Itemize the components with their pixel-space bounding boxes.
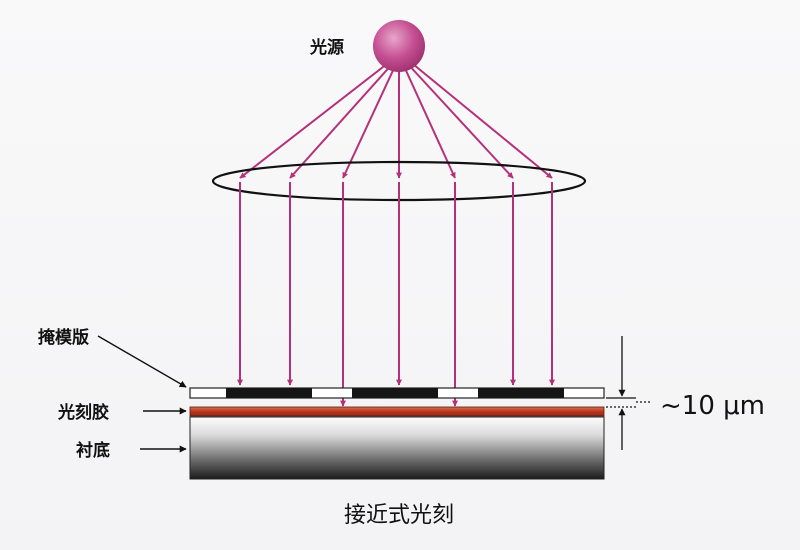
light-source-label: 光源 [309, 37, 344, 58]
gap-label: ~10 μm [660, 391, 765, 421]
mask-opaque-region [352, 388, 438, 398]
parallel-rays [237, 182, 555, 407]
caption: 接近式光刻 [344, 503, 454, 528]
mask-opaque-region [478, 388, 564, 398]
mask-label: 掩模版 [38, 327, 89, 348]
mask-pointer [97, 335, 187, 388]
mask-plate [189, 387, 605, 399]
mask-opaque-region [226, 388, 312, 398]
converging-rays [239, 59, 553, 179]
photoresist-layer [189, 406, 605, 417]
substrate-block [189, 416, 605, 480]
photoresist-label: 光刻胶 [57, 402, 109, 423]
gap-dimension [606, 336, 652, 450]
substrate-label: 衬底 [76, 440, 110, 461]
light-source [373, 20, 425, 72]
